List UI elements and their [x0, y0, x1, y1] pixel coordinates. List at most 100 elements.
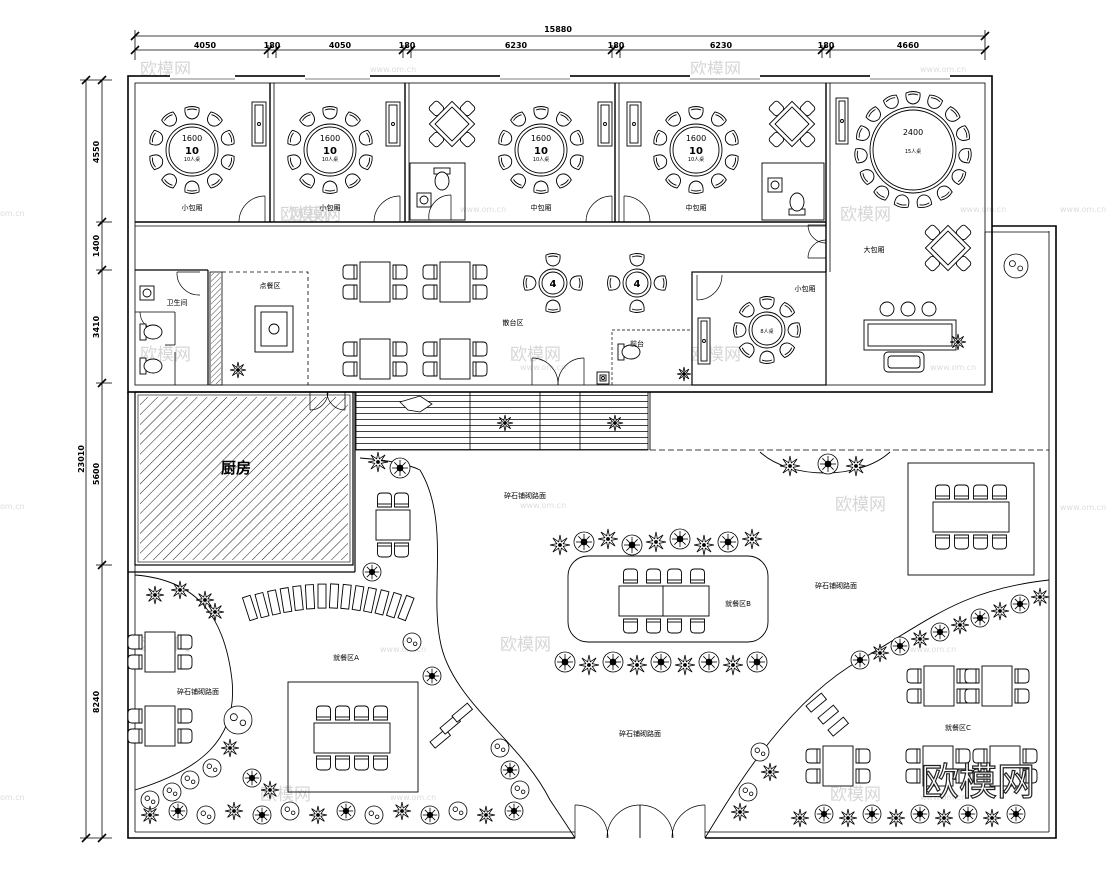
- chair-seat: [184, 106, 200, 120]
- chair-seat: [882, 94, 899, 109]
- chair-seat: [873, 185, 890, 201]
- chair-back: [547, 308, 559, 311]
- plant-spiky: [606, 414, 624, 432]
- plant-flower: [554, 651, 576, 673]
- chair-back: [741, 347, 750, 356]
- chair: [973, 534, 988, 550]
- chair-back: [715, 114, 724, 121]
- chair: [711, 111, 727, 127]
- chair: [1014, 668, 1030, 684]
- chair-back: [513, 114, 522, 121]
- plant-center: [724, 538, 732, 546]
- plant-center: [868, 810, 876, 818]
- dim-top-segment: 180: [264, 41, 281, 50]
- chair: [177, 654, 193, 670]
- chair: [973, 484, 988, 500]
- chair-seat: [354, 705, 369, 721]
- plant-flower: [862, 804, 882, 824]
- chair: [342, 361, 358, 377]
- chair-seat: [220, 154, 235, 171]
- stone: [363, 586, 377, 614]
- chair-seat: [161, 173, 177, 189]
- chair-seat: [964, 668, 980, 684]
- plant-center: [484, 813, 488, 817]
- plant-outline: [510, 780, 530, 800]
- rect-table: [618, 568, 666, 634]
- plant-center: [820, 810, 828, 818]
- plant-center: [580, 538, 588, 546]
- chair-seat: [127, 708, 143, 724]
- chair-seat: [287, 129, 302, 146]
- plant-center: [916, 810, 924, 818]
- chair-back: [547, 255, 559, 258]
- plant-spiky: [779, 455, 801, 477]
- watermark-url: om.cn: [0, 502, 25, 511]
- chair-back: [761, 298, 773, 301]
- table-top: [303, 123, 357, 177]
- chair-seat: [738, 301, 755, 318]
- chair-seat: [498, 154, 513, 171]
- table-inset: [774, 106, 810, 142]
- chair: [392, 284, 408, 300]
- watermark-url: www.om.cn: [520, 363, 566, 372]
- round-table: [287, 106, 373, 194]
- round-table: [498, 106, 584, 194]
- cabinet-knob: [632, 122, 636, 126]
- plant-spiky: [722, 654, 744, 676]
- plant-center: [958, 623, 962, 627]
- plant-detail: [406, 637, 412, 643]
- chair-back: [885, 97, 896, 103]
- stone: [304, 584, 316, 610]
- plant-detail: [748, 791, 754, 796]
- chair-seat: [299, 111, 315, 127]
- table-top: [669, 123, 723, 177]
- plant-flower: [930, 622, 950, 642]
- chair: [377, 542, 392, 558]
- plant-center: [942, 816, 946, 820]
- stone: [805, 692, 828, 713]
- plant-spiky: [220, 738, 240, 758]
- table-rim: [751, 314, 783, 346]
- plant-center: [753, 658, 761, 666]
- plant-bush: [750, 742, 770, 762]
- dim-top-segment: 6230: [710, 41, 733, 50]
- plant-detail: [760, 751, 766, 756]
- chair: [299, 173, 315, 189]
- table-top: [165, 123, 219, 177]
- cabinet: [835, 97, 849, 145]
- chair: [510, 111, 526, 127]
- plant-outline: [738, 782, 758, 802]
- chair: [149, 129, 164, 146]
- plant-bush: [510, 780, 530, 800]
- plant-center: [1016, 600, 1024, 608]
- plant-spiky: [645, 531, 667, 553]
- table-top: [144, 705, 176, 747]
- chair-seat: [956, 125, 970, 141]
- watermark-text: 欧模网: [280, 205, 331, 225]
- chair: [342, 284, 358, 300]
- deck-sculpture: [399, 395, 433, 413]
- plant-spiky: [990, 601, 1010, 621]
- chair-seat: [805, 748, 821, 764]
- chair-seat: [927, 94, 944, 109]
- chair: [220, 154, 235, 171]
- plant-spiky: [392, 801, 412, 821]
- watermark-url: www.om.cn: [920, 65, 966, 74]
- chair: [629, 253, 645, 267]
- dim-top-segment: 180: [818, 41, 835, 50]
- chair-seat: [964, 688, 980, 704]
- chair-seat: [322, 106, 338, 120]
- chair-seat: [127, 728, 143, 744]
- plant-center: [428, 672, 436, 680]
- chair-back: [735, 324, 738, 336]
- chair-seat: [149, 154, 164, 171]
- chair: [653, 154, 668, 171]
- chair-seat: [472, 284, 488, 300]
- chair: [667, 568, 682, 584]
- chair-back: [577, 157, 582, 168]
- plant-center: [228, 746, 232, 750]
- plant-center: [376, 460, 380, 464]
- chair-seat: [855, 768, 871, 784]
- chair: [873, 185, 890, 201]
- stone: [340, 583, 352, 610]
